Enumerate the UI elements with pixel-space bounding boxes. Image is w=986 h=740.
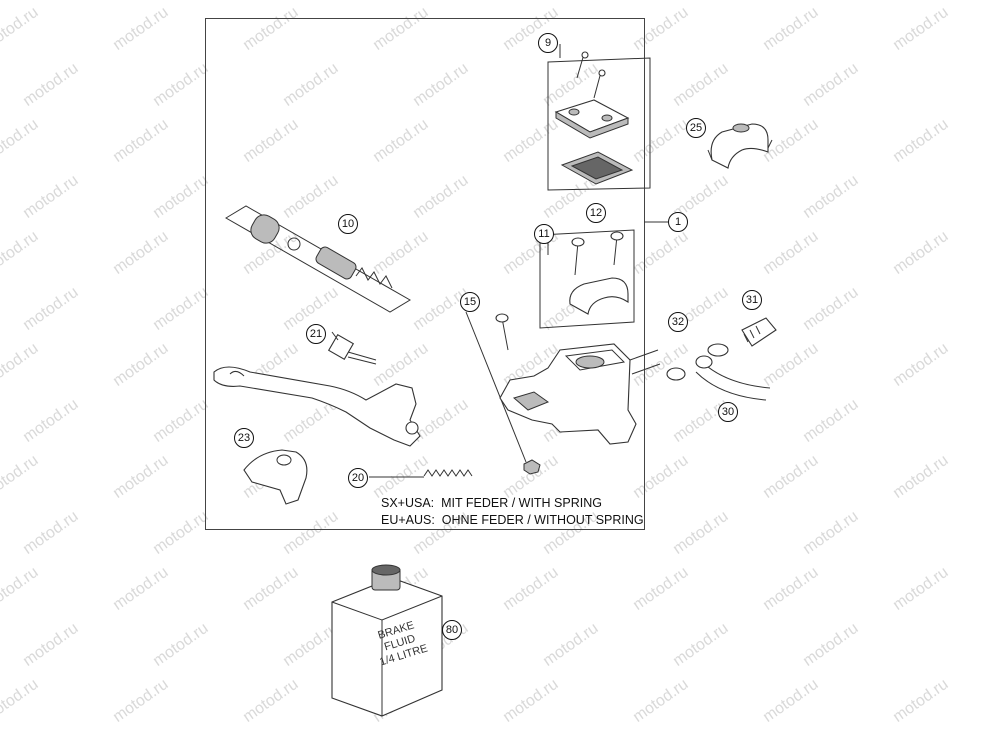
callout-80[interactable]: 80	[442, 620, 462, 640]
note-without-spring: EU+AUS: OHNE FEDER / WITHOUT SPRING	[381, 513, 644, 527]
callout-30[interactable]: 30	[718, 402, 738, 422]
callout-32[interactable]: 32	[668, 312, 688, 332]
callout-15[interactable]: 15	[460, 292, 480, 312]
callout-20[interactable]: 20	[348, 468, 368, 488]
reservoir-cover-kit	[547, 51, 651, 191]
callout-21[interactable]: 21	[306, 324, 326, 344]
brake-fluid-bottle	[331, 564, 443, 717]
handlebar-clamp	[539, 229, 635, 329]
piston-kit	[225, 205, 411, 313]
callout-25[interactable]: 25	[686, 118, 706, 138]
pivot-bolt	[465, 311, 541, 475]
callout-10[interactable]: 10	[338, 214, 358, 234]
master-cylinder	[499, 343, 661, 445]
callout-31[interactable]: 31	[742, 290, 762, 310]
return-spring	[423, 469, 473, 477]
brake-lever	[213, 366, 421, 447]
callout-11[interactable]: 11	[534, 224, 554, 244]
callout-23[interactable]: 23	[234, 428, 254, 448]
callout-1[interactable]: 1	[668, 212, 688, 232]
assembly-frame	[205, 18, 645, 530]
brake-hose-fittings	[666, 317, 777, 401]
callout-9[interactable]: 9	[538, 33, 558, 53]
callout-12[interactable]: 12	[586, 203, 606, 223]
lever-cover	[243, 449, 308, 505]
adjuster-screw	[327, 333, 377, 365]
note-with-spring: SX+USA: MIT FEDER / WITH SPRING	[381, 496, 602, 510]
clamp-part-25	[707, 123, 773, 169]
